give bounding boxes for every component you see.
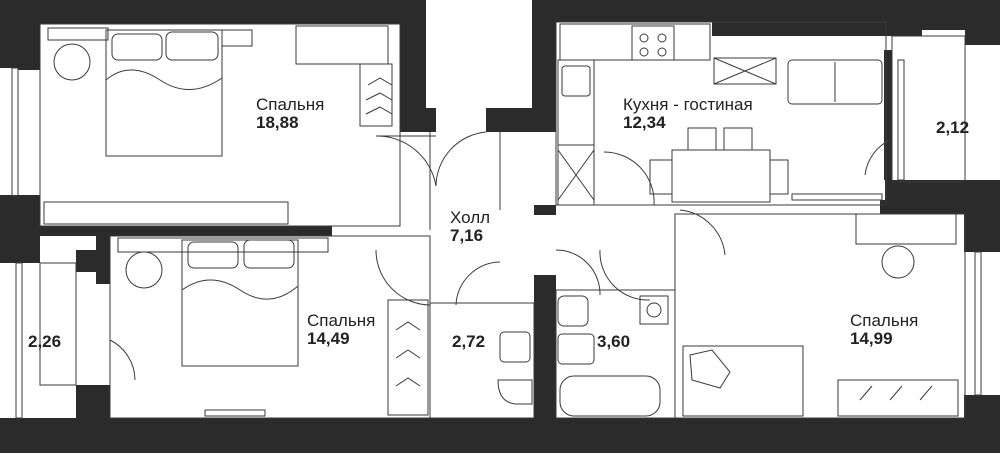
room-area: 14,99 [850,328,893,348]
room-name: Спальня [307,311,376,330]
room-area: 7,16 [450,225,484,245]
room-area: 18,88 [256,112,299,132]
room-name: Холл [450,208,491,227]
bathroom-1-area: 2,72 [452,332,486,351]
room-name: Кухня - гостиная [623,95,753,114]
bedroom-3-label: Спальня 14,99 [850,312,918,348]
bedroom-2-label: Спальня 14,49 [307,312,375,348]
room-name: Спальня [256,95,325,114]
hall-label: Холл 7,16 [450,209,490,245]
bathroom-2-area: 3,60 [597,332,631,351]
bedroom-1-label: Спальня 18,88 [256,96,324,132]
room-area: 14,49 [307,328,350,348]
balcony-right-area: 2,12 [936,118,970,137]
interior-lines [11,21,982,419]
kitchen-living-label: Кухня - гостиная 12,34 [623,96,753,132]
room-area: 12,34 [623,112,666,132]
room-name: Спальня [850,311,919,330]
balcony-left-area: 2,26 [28,332,62,351]
